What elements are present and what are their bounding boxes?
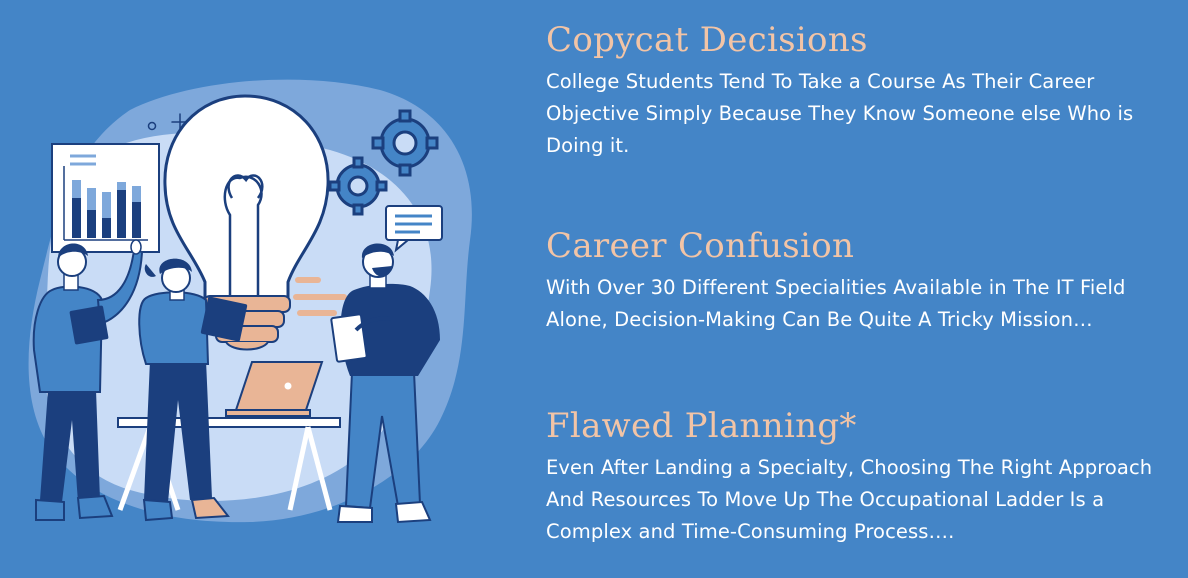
laptop-icon [225, 361, 324, 417]
person-middle [138, 258, 248, 522]
decor-dot [147, 121, 157, 131]
section-heading: Copycat Decisions [546, 20, 868, 60]
gear-icon [371, 109, 439, 177]
chart-board-icon [51, 143, 160, 253]
gear-icon [328, 156, 388, 216]
decor-lines [293, 277, 347, 316]
section-flawed-planning: Flawed Planning* Even After Landing a Sp… [546, 406, 1176, 548]
section-body: Even After Landing a Specialty, Choosing… [546, 456, 1153, 543]
section-body: With Over 30 Different Specialities Avai… [546, 276, 1126, 331]
section-heading: Flawed Planning* [546, 406, 857, 446]
section-heading: Career Confusion [546, 226, 855, 266]
section-copycat-decisions: Copycat Decisions College Students Tend … [546, 20, 1176, 162]
person-left [32, 239, 144, 521]
person-right [330, 243, 440, 524]
teamwork-illustration [28, 79, 472, 524]
speech-bubble-icon [385, 205, 443, 253]
section-career-confusion: Career Confusion With Over 30 Different … [546, 226, 1176, 336]
content-column: Copycat Decisions College Students Tend … [546, 0, 1176, 578]
section-body: College Students Tend To Take a Course A… [546, 70, 1134, 157]
